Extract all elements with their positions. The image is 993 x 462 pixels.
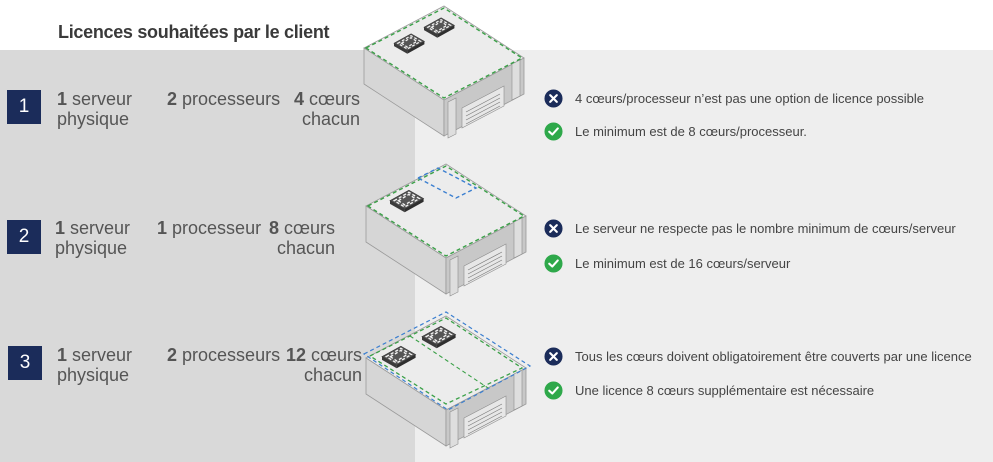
- cross-circle-icon: [544, 89, 563, 108]
- check-circle-icon: [544, 381, 563, 400]
- row-2-number-badge: 2: [7, 220, 41, 254]
- row-1-invalid-text: 4 cœurs/processeur n’est pas une option …: [575, 91, 925, 106]
- server-3-illustration: [362, 311, 532, 449]
- cross-circle-icon: [544, 347, 563, 366]
- server-2-illustration: [365, 163, 527, 297]
- row-3-valid-item: Une licence 8 cœurs supplémentaire est n…: [544, 381, 874, 400]
- row-3-valid-text: Une licence 8 cœurs supplémentaire est n…: [575, 383, 875, 398]
- page-title: Licences souhaitées par le client: [58, 22, 330, 42]
- row-2-invalid-item: Le serveur ne respecte pas le nombre min…: [544, 219, 956, 238]
- check-circle-icon: [544, 254, 563, 273]
- row-3-number-badge: 3: [8, 346, 42, 380]
- left-panel: [0, 50, 415, 462]
- row-1-number-badge: 1: [7, 90, 41, 124]
- row-2-valid-item: Le minimum est de 16 cœurs/serveur: [544, 254, 790, 273]
- row-2-invalid-text: Le serveur ne respecte pas le nombre min…: [575, 221, 956, 236]
- server-1-illustration: [363, 5, 525, 139]
- row-2-processor-text: 1 processeur: [157, 218, 262, 238]
- row-3-invalid-text: Tous les cœurs doivent obligatoirement ê…: [575, 349, 972, 364]
- row-3-processor-text: 2 processeurs: [167, 345, 281, 365]
- cross-circle-icon: [544, 219, 563, 238]
- row-1-valid-text: Le minimum est de 8 cœurs/processeur.: [575, 124, 807, 139]
- row-3-invalid-item: Tous les cœurs doivent obligatoirement ê…: [544, 347, 972, 366]
- row-1-invalid-item: 4 cœurs/processeur n’est pas une option …: [544, 89, 924, 108]
- row-1-valid-item: Le minimum est de 8 cœurs/processeur.: [544, 122, 807, 141]
- row-2-valid-text: Le minimum est de 16 cœurs/serveur: [575, 256, 791, 271]
- row-1-processor-text: 2 processeurs: [167, 89, 281, 109]
- check-circle-icon: [544, 122, 563, 141]
